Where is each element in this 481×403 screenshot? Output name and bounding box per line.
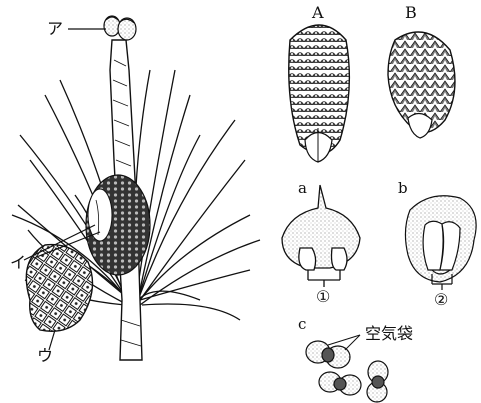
label-c: c (298, 316, 306, 332)
female-flower-tip (104, 16, 136, 40)
pine-shoot (12, 16, 260, 360)
label-a-top: ア (47, 21, 63, 37)
label-circled-2: ② (434, 292, 448, 308)
label-air-sacs: 空気袋 (365, 326, 413, 342)
label-B: B (405, 5, 417, 21)
label-i: イ (10, 255, 26, 271)
label-circled-1: ① (316, 289, 330, 305)
figure-b (405, 196, 476, 290)
pollen-grain (319, 372, 361, 395)
pollen-grain (306, 341, 350, 368)
figure-c-pollen (306, 335, 388, 402)
figure-A (289, 25, 350, 162)
figure-a (282, 185, 360, 287)
pollen-grain (367, 361, 388, 402)
label-u: ウ (37, 348, 53, 364)
label-a: a (298, 180, 307, 196)
label-A: A (312, 5, 324, 21)
figure-B (388, 32, 455, 138)
label-b: b (398, 180, 408, 196)
